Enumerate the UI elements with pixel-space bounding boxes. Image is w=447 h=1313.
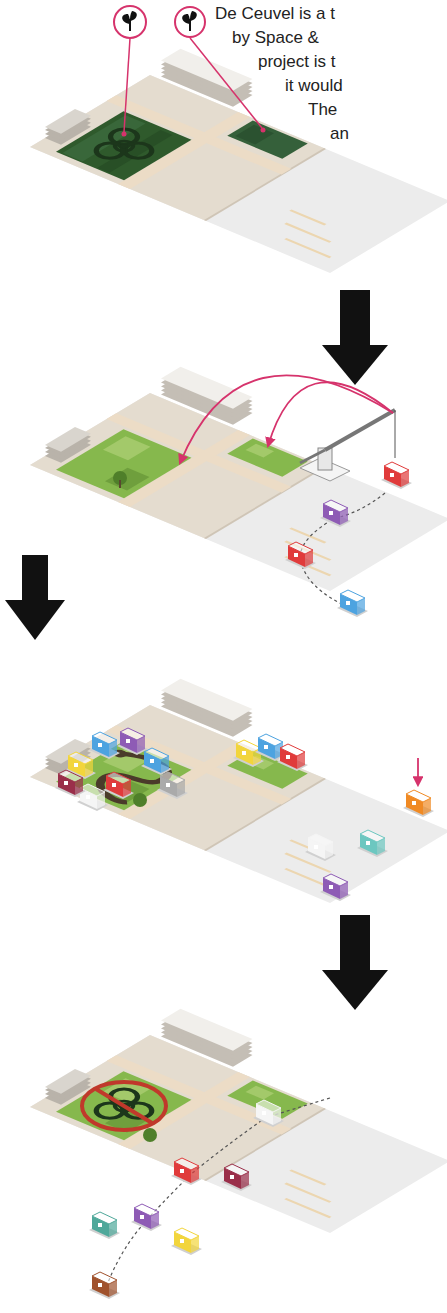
intro-text: project is t (258, 52, 335, 72)
intro-text: De Ceuvel is a t (215, 4, 335, 24)
scene-settlement (30, 679, 447, 903)
intro-text: an (330, 124, 349, 144)
step-arrow (322, 915, 388, 1010)
scene-cleaned (30, 1009, 447, 1299)
intro-text: The (308, 100, 337, 120)
step-arrow (322, 290, 388, 385)
scene-relocation (30, 367, 447, 617)
step-arrow (5, 555, 65, 640)
intro-text: it would (285, 76, 343, 96)
intro-text: by Space & (232, 28, 319, 48)
scene-contaminated (30, 6, 447, 273)
